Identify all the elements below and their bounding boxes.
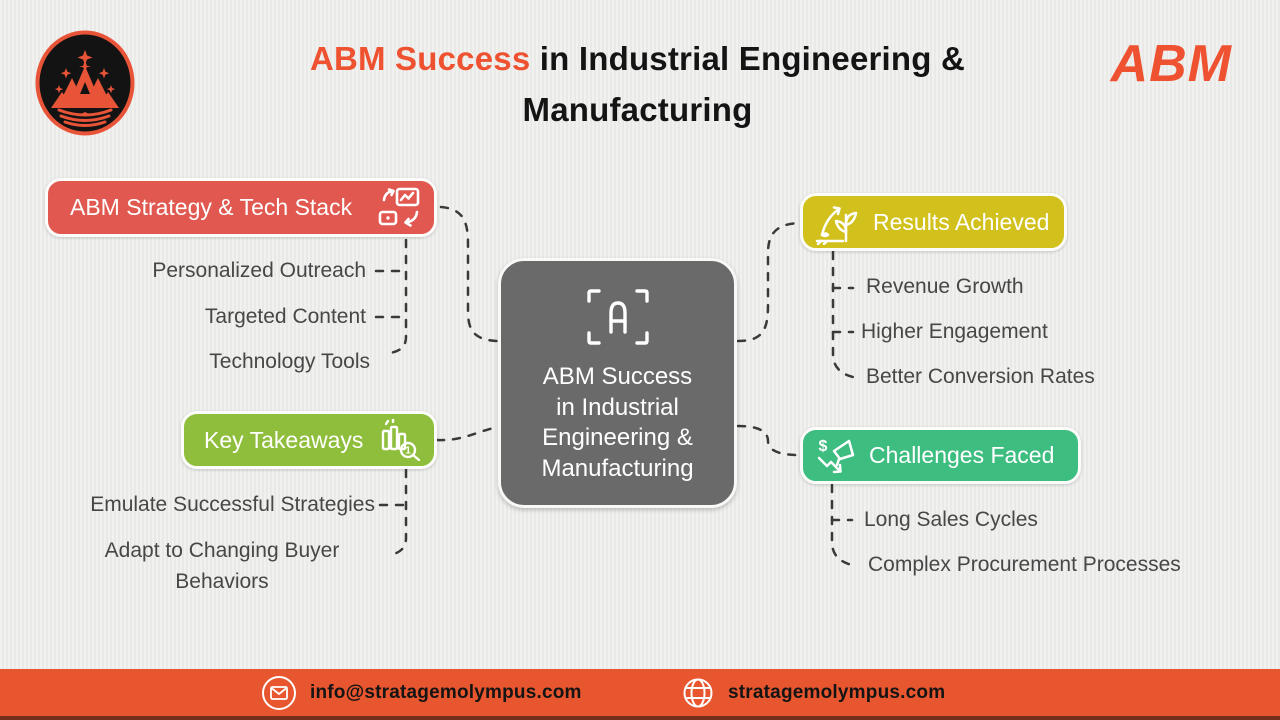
brand-wordmark: ABM xyxy=(1110,35,1232,93)
takeaways-item-1: Emulate Successful Strategies xyxy=(90,493,375,516)
title-accent: ABM Success xyxy=(309,40,531,77)
page-title: ABM Success in Industrial Engineering & … xyxy=(180,33,1095,135)
challenges-item-1: Long Sales Cycles xyxy=(864,508,1038,531)
title-line-2: Manufacturing xyxy=(522,91,753,128)
branch-challenges-label: Challenges Faced xyxy=(869,442,1055,468)
footer-bottom-strip xyxy=(0,716,1280,720)
mountain-crown-logo-icon xyxy=(35,30,135,136)
results-item-2: Higher Engagement xyxy=(861,320,1048,343)
results-item-1: Revenue Growth xyxy=(866,275,1024,298)
central-topic-node: ABM Success in Industrial Engineering & … xyxy=(498,258,737,508)
footer-website-group: stratagemolympus.com xyxy=(682,669,945,716)
branch-results-achieved: Results Achieved xyxy=(800,193,1067,251)
globe-icon xyxy=(682,677,714,709)
strategy-item-3: Technology Tools xyxy=(209,350,370,373)
branch-strategy-label: ABM Strategy & Tech Stack xyxy=(70,194,353,220)
footer-bar: info@stratagemolympus.com stratagemolymp… xyxy=(0,669,1280,716)
branch-challenges-faced: $ Challenges Faced xyxy=(800,427,1081,484)
dollar-megaphone-decline-icon: $ xyxy=(813,434,857,478)
focus-letter-a-icon xyxy=(586,288,650,351)
footer-email: info@stratagemolympus.com xyxy=(310,681,582,703)
footer-website: stratagemolympus.com xyxy=(728,681,946,703)
branch-strategy-tech-stack: ABM Strategy & Tech Stack xyxy=(45,178,437,237)
challenges-item-2: Complex Procurement Processes xyxy=(868,553,1181,576)
branch-key-takeaways: Key Takeaways 1 xyxy=(181,411,437,469)
company-logo xyxy=(35,30,135,136)
title-line-1: ABM Success in Industrial Engineering & xyxy=(180,33,1095,84)
central-topic-text: ABM Success in Industrial Engineering & … xyxy=(541,363,694,482)
svg-text:1: 1 xyxy=(405,446,411,457)
strategy-item-2: Targeted Content xyxy=(204,305,366,328)
bar-chart-search-icon: 1 xyxy=(380,419,422,461)
growth-plant-icon xyxy=(813,199,861,245)
svg-text:$: $ xyxy=(819,438,828,455)
title-rest: in Industrial Engineering & xyxy=(530,40,966,77)
takeaways-item-2: Adapt to Changing Buyer Behaviors xyxy=(104,539,340,593)
footer-email-group: info@stratagemolympus.com xyxy=(262,669,582,716)
strategy-item-1: Personalized Outreach xyxy=(152,259,366,282)
envelope-icon xyxy=(262,675,296,710)
screen-transfer-icon xyxy=(376,186,422,230)
branch-results-label: Results Achieved xyxy=(873,208,1050,235)
results-item-3: Better Conversion Rates xyxy=(866,365,1095,388)
branch-takeaways-label: Key Takeaways xyxy=(204,426,364,453)
